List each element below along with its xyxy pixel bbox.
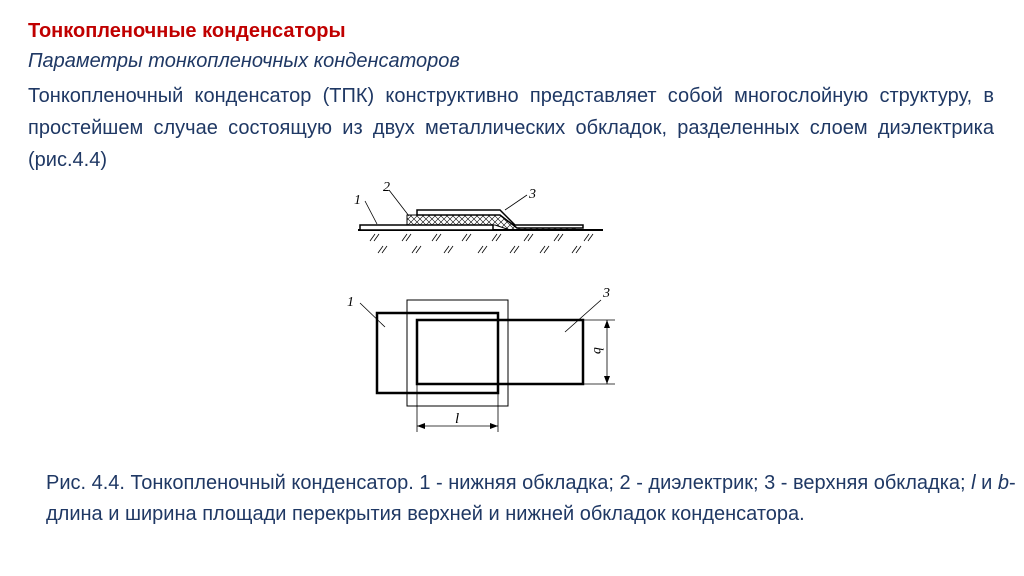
slide-title: Тонкопленочные конденсаторы [28,20,346,42]
caption-and: и [975,472,998,494]
section-label-1: 1 [354,193,361,208]
plan-view: 1 3 b l [347,286,615,432]
plan-label-3: 3 [602,286,610,301]
top-plate [415,318,585,386]
cross-section-view: 1 2 3 [354,180,603,254]
capacitor-figure: 1 2 3 1 3 b l [345,180,615,440]
section-label-2: 2 [383,180,390,195]
caption-text-2: - длина и ширина площади перекрытия верх… [46,472,1016,525]
caption-b: b [997,472,1010,494]
caption-l: l [971,472,976,494]
dimension-b-label: b [590,347,605,354]
caption-text-1: Рис. 4.4. Тонкопленочный конденсатор. 1 … [46,472,972,494]
bottom-plate-section [359,224,494,231]
body-paragraph: Тонкопленочный конденсатор (ТПК) констру… [28,85,994,171]
bottom-plate [375,311,500,395]
section-label-3: 3 [528,187,536,202]
top-plate-section [416,209,584,229]
figure-caption: Рис. 4.4. Тонкопленочный конденсатор. 1 … [46,468,1016,530]
slide-subtitle: Параметры тонкопленочных конденсаторов [28,50,460,72]
plan-label-1: 1 [347,295,354,310]
substrate-hatching [369,233,594,254]
dimension-l-label: l [455,411,459,427]
dielectric-outline [406,299,509,407]
capacitor-drawing: 1 2 3 1 3 b l [347,180,615,432]
